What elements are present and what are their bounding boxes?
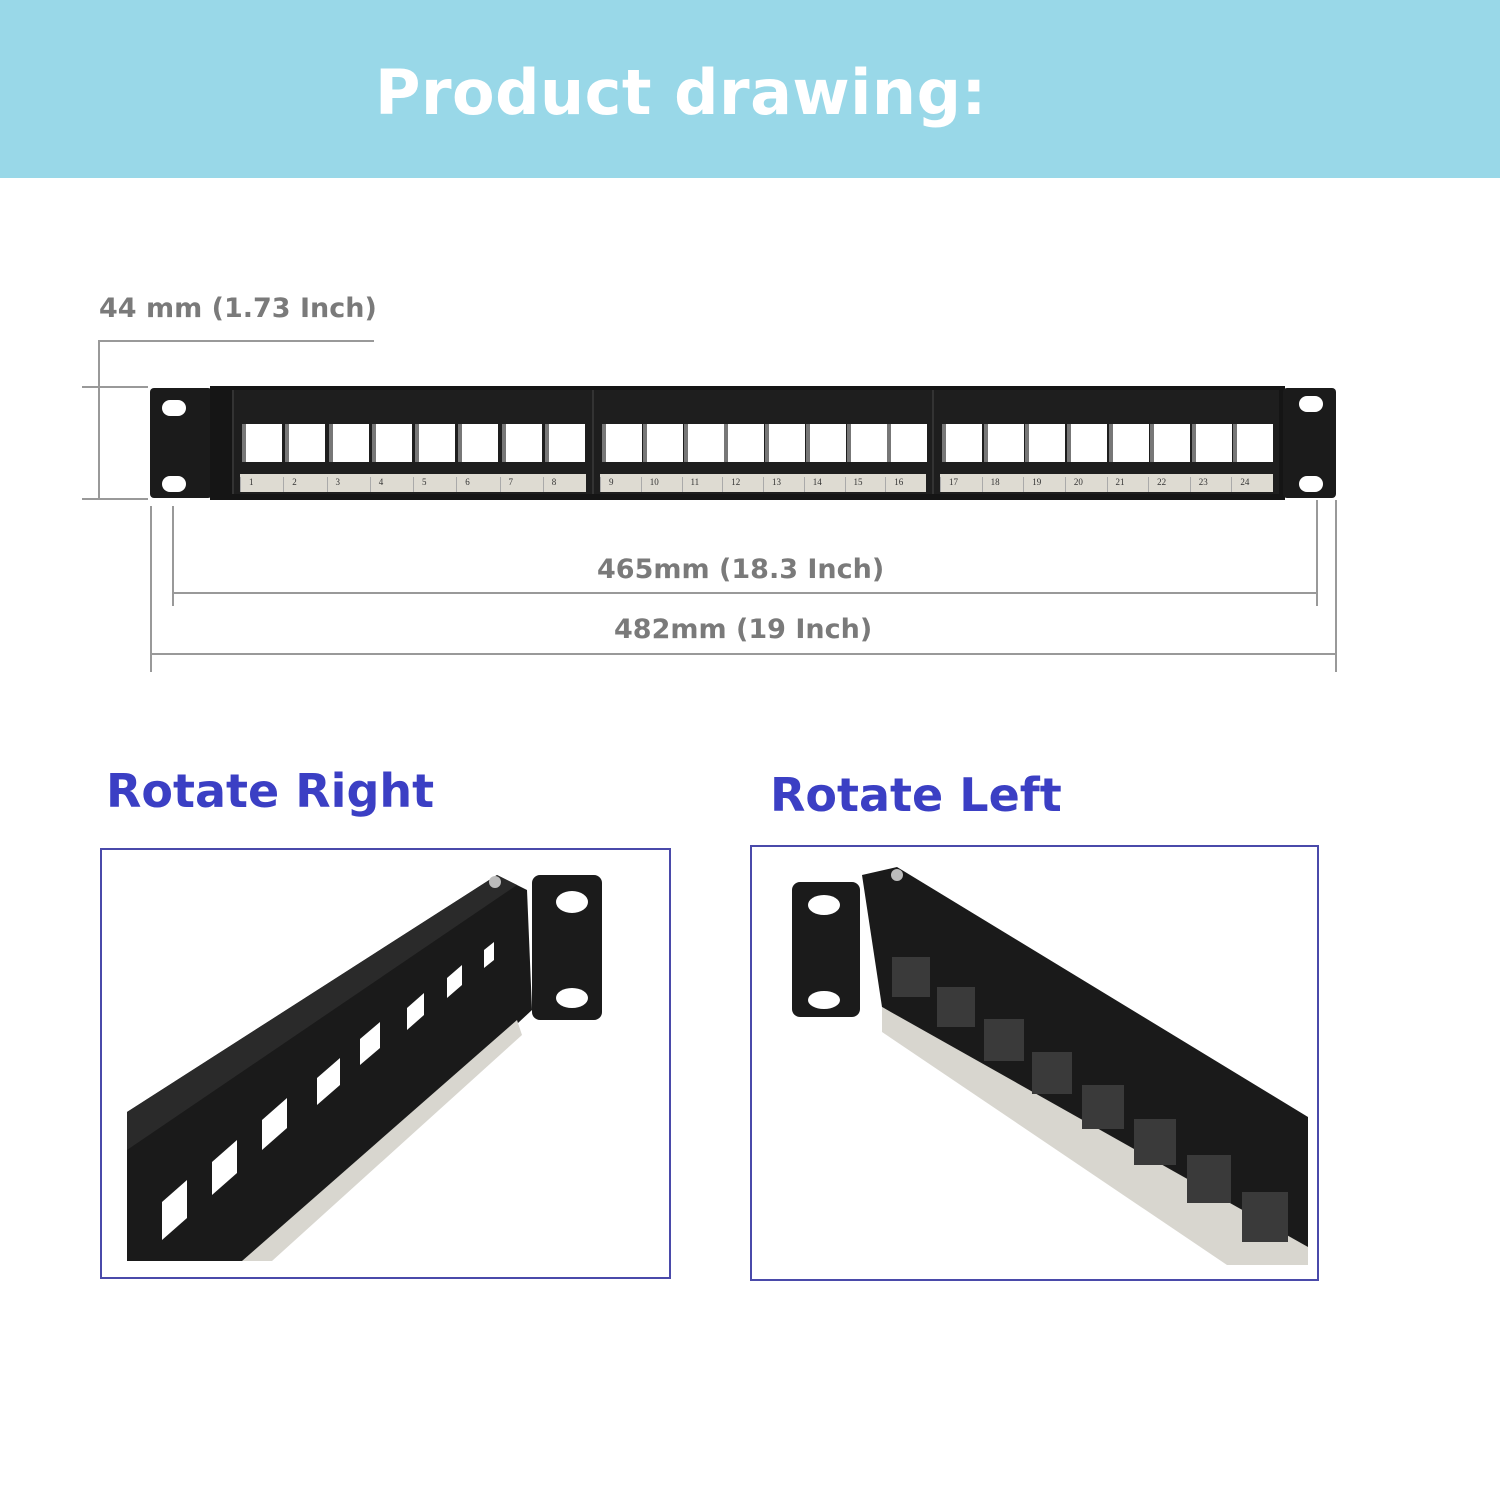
port-number-label: 19 — [1023, 477, 1065, 492]
port-number-label: 2 — [283, 477, 326, 492]
port-number-label: 22 — [1148, 477, 1190, 492]
keystone-port — [1025, 424, 1066, 462]
dimension-line — [172, 506, 174, 606]
keystone-port — [1233, 424, 1274, 462]
dimension-line — [1335, 500, 1337, 672]
port-number-label: 7 — [499, 477, 543, 492]
keystone-port — [501, 424, 542, 462]
port-number-label: 4 — [369, 477, 413, 492]
rotate-left-heading: Rotate Left — [770, 768, 1062, 822]
port-number-label: 9 — [600, 477, 641, 492]
keystone-port — [683, 424, 724, 462]
keystone-port — [1150, 424, 1191, 462]
port-number-label: 13 — [763, 477, 804, 492]
dimension-line — [172, 592, 1318, 594]
height-dimension-label: 44 mm (1.73 Inch) — [99, 293, 377, 324]
dimension-line — [98, 340, 100, 386]
rj45-jacks — [892, 957, 1288, 1242]
panel-top-edge — [127, 875, 517, 1150]
dimension-line — [150, 653, 1337, 655]
mounting-hole — [808, 895, 840, 915]
keystone-port — [805, 424, 846, 462]
keystone-port — [887, 424, 928, 462]
port-number-label: 24 — [1231, 477, 1273, 492]
keystone-port — [765, 424, 805, 462]
keystone-port — [371, 424, 412, 462]
port-number-label: 17 — [940, 477, 982, 492]
left-mounting-bracket — [150, 388, 212, 498]
mounting-bracket — [532, 875, 602, 1020]
port-number-label: 14 — [803, 477, 845, 492]
page-title: Product drawing: — [375, 56, 987, 129]
port-number-label: 16 — [885, 477, 926, 492]
dimension-line — [98, 386, 100, 500]
keystone-port — [642, 424, 683, 462]
keystone-port — [328, 424, 369, 462]
keystone-port — [942, 424, 982, 462]
keystone-port — [1191, 424, 1232, 462]
keystone-port — [724, 424, 765, 462]
mounting-hole — [556, 988, 588, 1008]
port-number-label: 3 — [326, 477, 370, 492]
screw — [489, 876, 501, 888]
mounting-hole — [162, 476, 186, 492]
dimension-line — [82, 498, 148, 500]
mounting-hole — [1299, 396, 1323, 412]
port-number-label: 21 — [1106, 477, 1149, 492]
dimension-line — [1316, 500, 1318, 606]
port-number-label: 8 — [542, 477, 586, 492]
keystone-port — [242, 424, 282, 462]
mounting-hole — [1299, 476, 1323, 492]
keystone-port — [285, 424, 326, 462]
keystone-port — [415, 424, 455, 462]
mounting-bracket — [792, 882, 860, 1017]
panel-body-shape — [862, 867, 1308, 1265]
port-number-label: 5 — [413, 477, 456, 492]
port-number-label: 6 — [456, 477, 499, 492]
dimension-line — [150, 506, 152, 672]
port-openings — [162, 942, 494, 1240]
mounting-hole — [162, 400, 186, 416]
header-banner: Product drawing: — [0, 0, 1500, 178]
keystone-port — [1108, 424, 1149, 462]
dimension-line — [98, 340, 374, 342]
keystone-port — [602, 424, 642, 462]
port-number-label: 18 — [981, 477, 1024, 492]
keystone-port — [544, 424, 585, 462]
screw — [891, 869, 903, 881]
keystone-port — [1066, 424, 1107, 462]
mounting-hole — [808, 991, 840, 1009]
port-number-label: 12 — [722, 477, 763, 492]
rotate-left-photo — [750, 845, 1319, 1281]
port-number-label: 23 — [1189, 477, 1232, 492]
outer-width-dimension-label: 482mm (19 Inch) — [614, 614, 873, 645]
port-number-label: 11 — [681, 477, 723, 492]
label-strip — [242, 1020, 522, 1261]
port-number-label: 1 — [240, 477, 283, 492]
patch-panel-left-angle-image — [792, 867, 1308, 1265]
rotate-right-heading: Rotate Right — [106, 764, 435, 818]
keystone-port — [458, 424, 499, 462]
port-number-label: 10 — [640, 477, 682, 492]
port-number-label: 20 — [1064, 477, 1107, 492]
rotate-right-photo — [100, 848, 671, 1279]
port-number-label: 15 — [844, 477, 886, 492]
patch-panel-right-angle-image — [127, 875, 602, 1261]
mounting-hole — [556, 891, 588, 913]
inner-width-dimension-label: 465mm (18.3 Inch) — [597, 554, 885, 585]
keystone-port — [846, 424, 887, 462]
right-mounting-bracket — [1283, 388, 1336, 498]
dimension-line — [82, 386, 148, 388]
keystone-port — [983, 424, 1024, 462]
